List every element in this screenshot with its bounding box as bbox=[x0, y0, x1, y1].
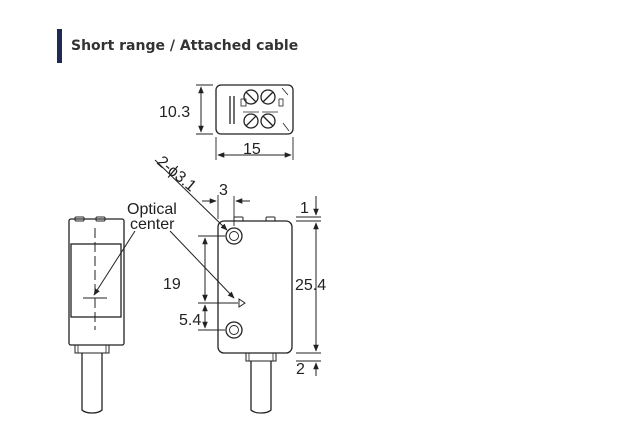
front-view bbox=[198, 195, 321, 414]
label-hole-spec: 2-ϕ3.1 bbox=[153, 153, 199, 195]
label-optical-line1: Optical bbox=[127, 201, 177, 218]
label-bottom-offset: 5.4 bbox=[179, 312, 201, 329]
label-body-height: 25.4 bbox=[295, 277, 326, 294]
label-hole-offset: 3 bbox=[219, 182, 228, 199]
optical-leader-left bbox=[93, 230, 136, 296]
optical-leader-right bbox=[169, 230, 235, 299]
label-optical-line2: center bbox=[130, 216, 175, 233]
label-bottom-margin: 2 bbox=[296, 361, 305, 378]
label-top-width: 15 bbox=[243, 141, 261, 158]
label-top-margin: 1 bbox=[300, 200, 309, 217]
top-view bbox=[196, 84, 294, 160]
label-hole-pitch: 19 bbox=[163, 276, 181, 293]
header-accent-bar bbox=[57, 29, 62, 63]
side-view bbox=[68, 216, 125, 414]
section-title: Short range / Attached cable bbox=[71, 38, 299, 54]
label-top-height: 10.3 bbox=[159, 104, 190, 121]
section-header: Short range / Attached cable bbox=[57, 29, 298, 63]
hole-leader-line bbox=[154, 159, 228, 231]
